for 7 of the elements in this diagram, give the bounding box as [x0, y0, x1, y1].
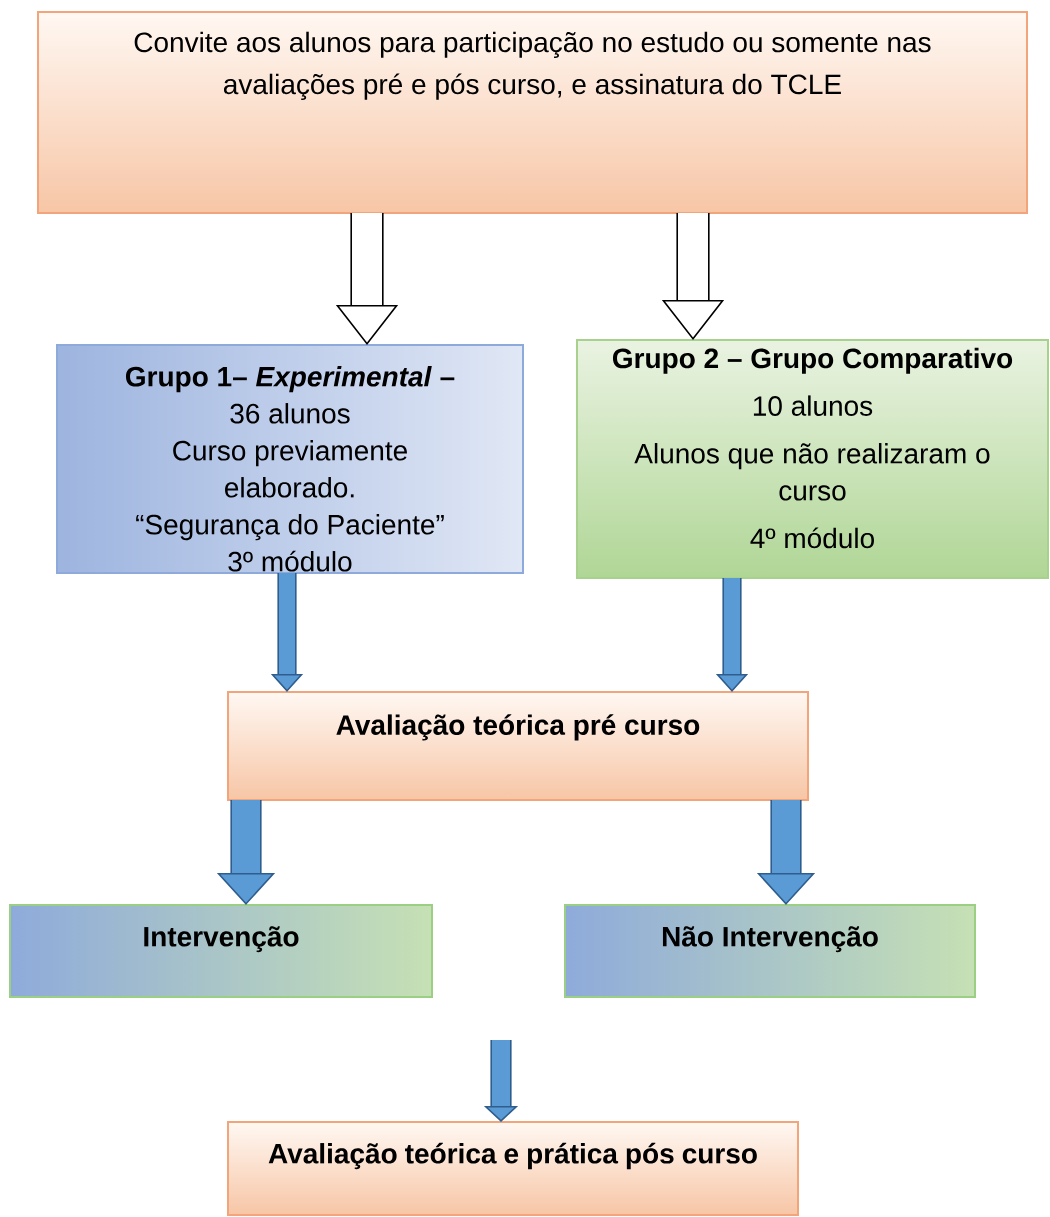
step-box: Avaliação teórica e prática pós curso — [227, 1121, 799, 1216]
step-box: Avaliação teórica pré curso — [227, 691, 809, 801]
invitation-box: Convite aos alunos para participação no estudo ou somente nas avaliações pré e pós curso, e assinatura do TCLE — [37, 11, 1028, 214]
step-box: Não Intervenção — [564, 904, 976, 998]
step-box: Intervenção — [9, 904, 433, 998]
group-box: Grupo 2 – Grupo Comparativo 10 alunos Alunos que não realizaram o curso 4º módulo — [576, 339, 1049, 579]
group-box: Grupo 1– Experimental – 36 alunos Curso previamente elaborado. “Segurança do Paciente” 3º módulo — [56, 344, 524, 574]
